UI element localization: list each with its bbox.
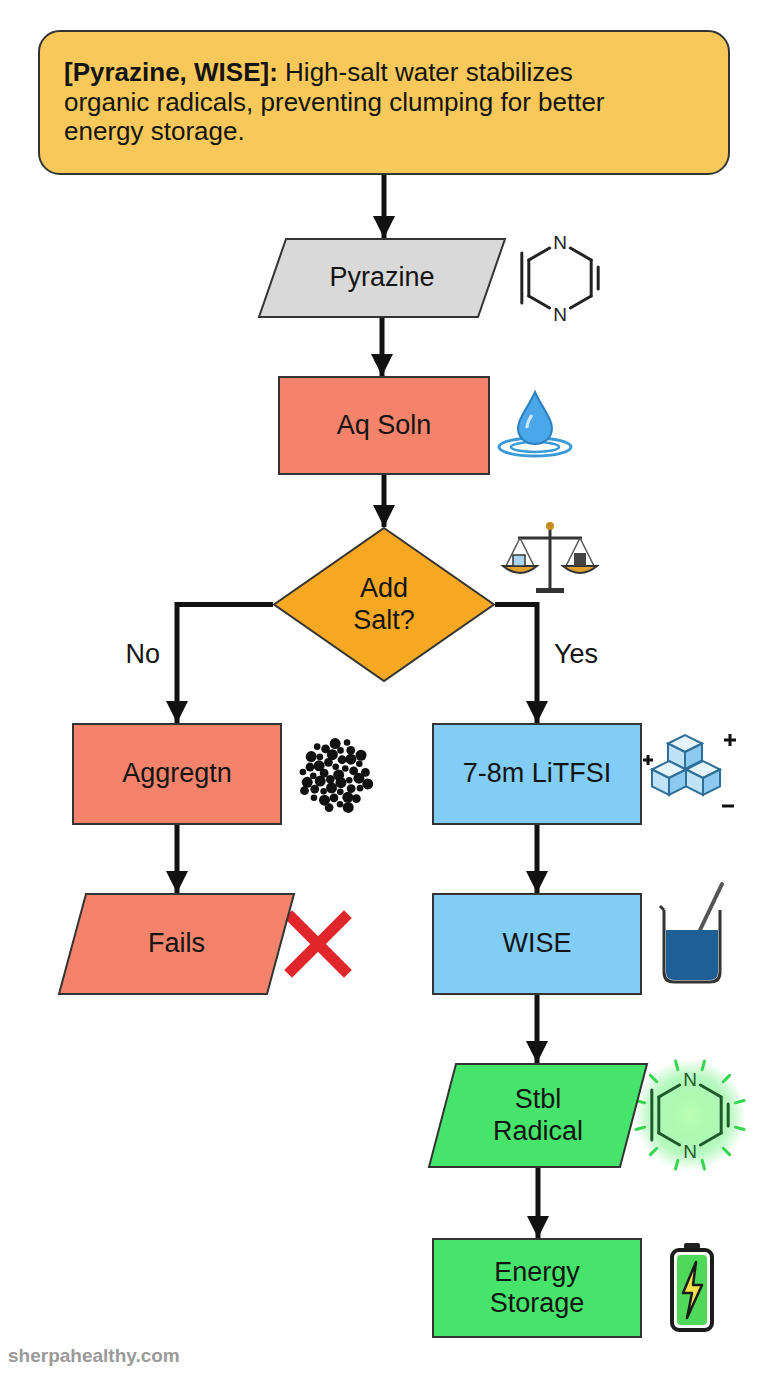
flow-arrow [535, 995, 540, 1063]
text-group: Add Salt? [331, 573, 437, 635]
flow-arrow [495, 605, 537, 724]
flow-arrow [382, 175, 387, 238]
node-label: Stbl Radical [468, 1084, 608, 1146]
atom-label: N [553, 305, 567, 324]
shape-fill [274, 528, 494, 681]
node-label: Add Salt? [331, 573, 437, 635]
battery-icon [672, 1243, 712, 1330]
text-group: Energy Storage [448, 1257, 626, 1319]
process-box: 7-8m LiTFSI [432, 723, 642, 825]
water-drop-icon [499, 392, 571, 456]
aggregate-icon [300, 738, 374, 813]
node-label: Energy Storage [448, 1257, 626, 1319]
text-group: Fails [148, 928, 205, 959]
process-box: Energy Storage [432, 1238, 642, 1338]
atom-label: N [683, 1142, 697, 1161]
pyrazine-icon [522, 248, 598, 308]
output-parallelogram: Fails [58, 893, 295, 995]
node-label: Aq Soln [337, 410, 432, 441]
branch-label: Yes [551, 640, 601, 670]
radical-glow-icon [634, 1059, 746, 1171]
title-heading: [Pyrazine, WISE]: [64, 57, 278, 87]
branch-label: No [122, 640, 163, 670]
text-group: Aggregtn [122, 758, 232, 789]
node-label: 7-8m LiTFSI [463, 758, 612, 789]
balance-scale-icon [503, 522, 597, 593]
text-group: Stbl Radical [468, 1084, 608, 1146]
input-parallelogram: Pyrazine [258, 238, 506, 318]
node-label: Aggregtn [122, 758, 232, 789]
salt-cubes-icon [643, 734, 736, 806]
process-box: Aq Soln [278, 376, 490, 475]
flow-arrow [382, 475, 387, 527]
text-group: [Pyrazine, WISE]:High-salt water stabili… [64, 58, 632, 148]
beaker-icon [660, 884, 722, 982]
atom-label: N [683, 1070, 697, 1089]
text-group: Aq Soln [337, 410, 432, 441]
atom-label: N [553, 233, 567, 252]
flow-arrow [536, 1168, 541, 1238]
text-group: Pyrazine [329, 262, 434, 293]
process-box: Aggregtn [72, 723, 282, 825]
flow-arrow [177, 605, 273, 724]
process-box: WISE [432, 893, 642, 995]
output-parallelogram: Stbl Radical [428, 1063, 648, 1168]
shape-fill [259, 239, 505, 317]
text-group: WISE [502, 928, 571, 959]
shape-fill [59, 894, 294, 994]
node-label: WISE [502, 928, 571, 959]
title-banner: [Pyrazine, WISE]:High-salt water stabili… [38, 30, 730, 175]
node-label: Pyrazine [329, 262, 434, 293]
flow-arrow [175, 825, 180, 893]
text-group: 7-8m LiTFSI [463, 758, 612, 789]
watermark: sherpahealthy.com [8, 1346, 180, 1365]
flow-arrow [535, 825, 540, 893]
shape-fill [429, 1064, 647, 1167]
fail-cross-icon [292, 918, 344, 970]
flow-arrow [380, 318, 385, 376]
node-label: Fails [148, 928, 205, 959]
decision-diamond: Add Salt? [273, 527, 495, 682]
